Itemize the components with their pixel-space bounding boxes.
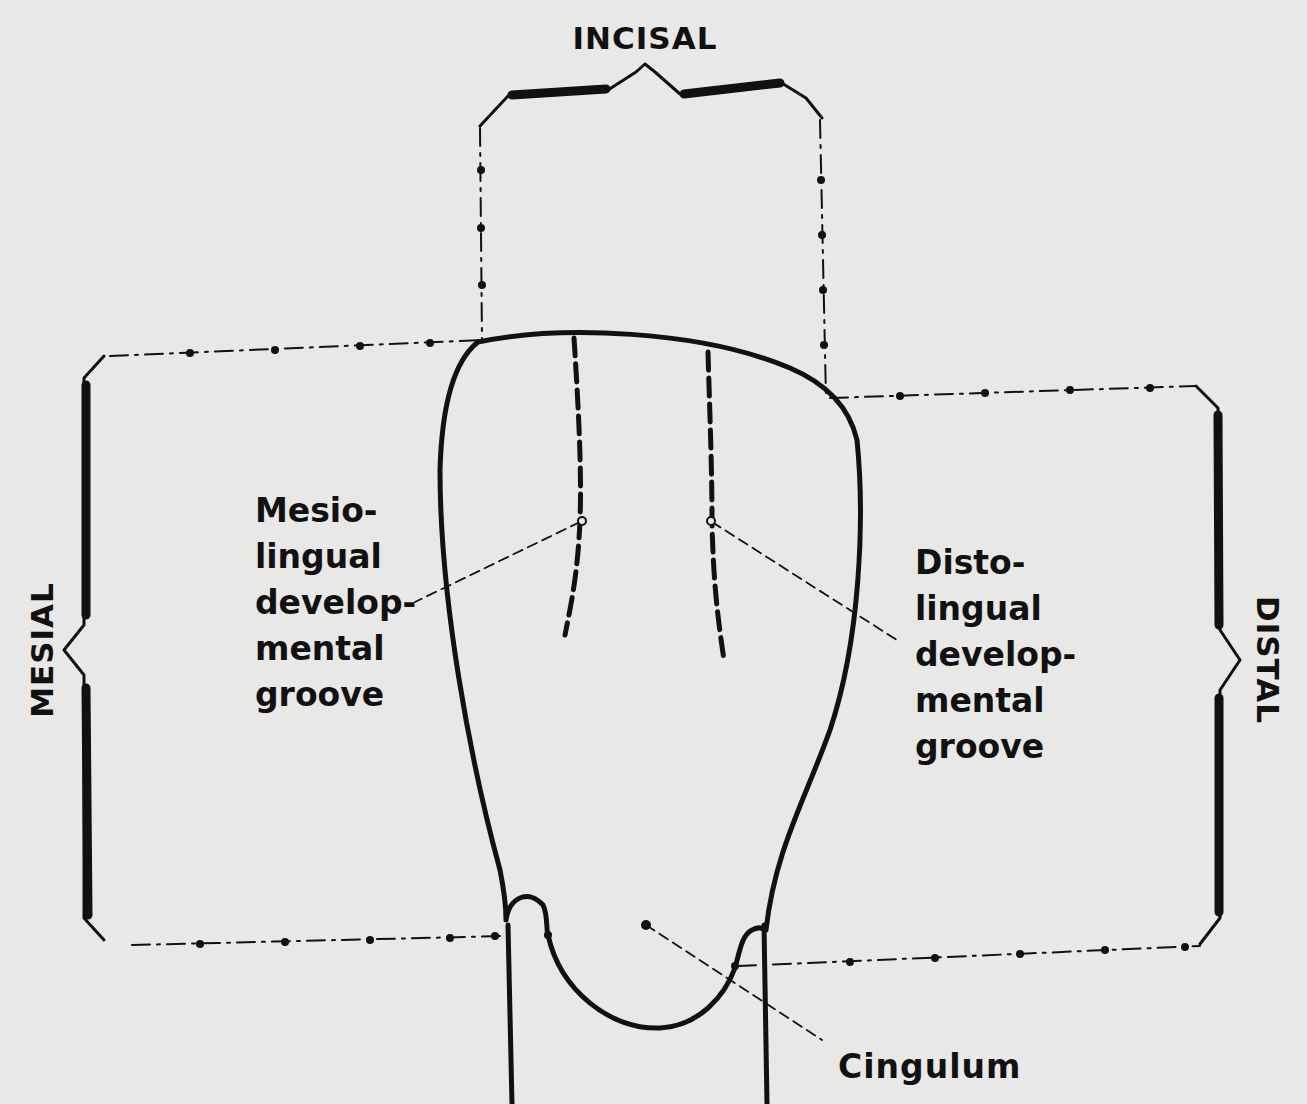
distal-bracket (1196, 386, 1240, 944)
incisal-bracket (512, 83, 780, 95)
leader-line (415, 522, 900, 1040)
groove-line (565, 338, 724, 660)
side-label: MESIAL (24, 582, 60, 718)
mesial-bracket (64, 356, 104, 940)
structure-label: Mesio- lingual develop- mental groove (255, 488, 416, 718)
structure-label: Disto- lingual develop- mental groove (915, 540, 1076, 770)
reference-line (110, 120, 1200, 966)
mesial-bracket (86, 385, 88, 915)
side-label: DISTAL (1250, 596, 1286, 724)
view-label: INCISAL (573, 20, 718, 56)
leader-dot (642, 921, 650, 929)
crown-outline (440, 333, 860, 1028)
incisal-bracket (480, 64, 822, 126)
leader-dot (578, 517, 586, 525)
structure-label: Cingulum (838, 1047, 1021, 1086)
leader-dot (707, 517, 715, 525)
distal-bracket (1218, 415, 1219, 912)
root-outline (508, 925, 767, 1104)
